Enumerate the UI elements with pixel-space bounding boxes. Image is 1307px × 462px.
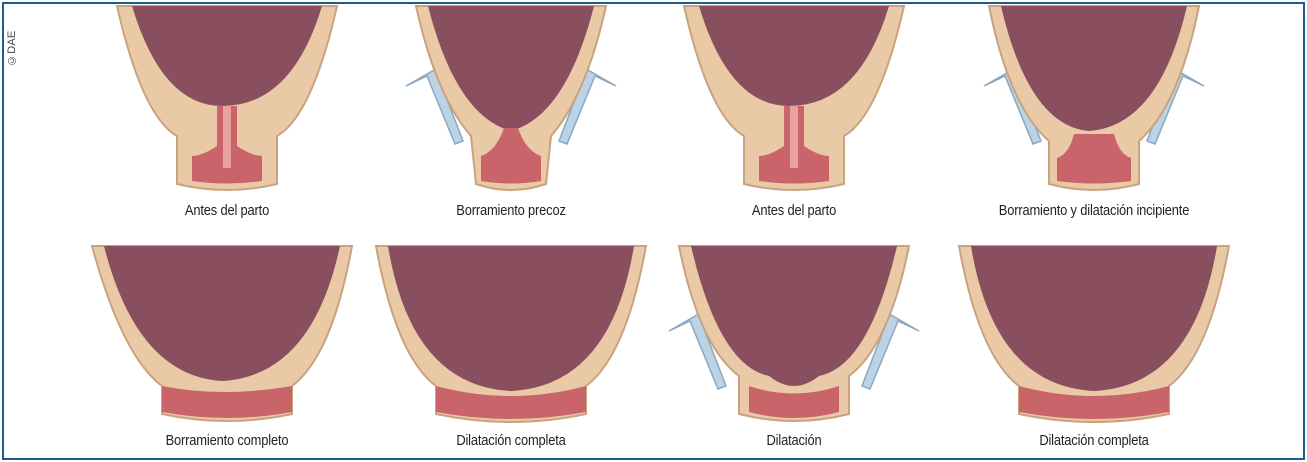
cervix-illustration xyxy=(949,6,1239,206)
panel-antes-del-parto-1: Antes del parto xyxy=(82,6,372,232)
cervix-illustration xyxy=(949,236,1239,436)
caption: Antes del parto xyxy=(669,202,918,219)
cervix-illustration xyxy=(366,6,656,206)
caption: Antes del parto xyxy=(102,202,351,219)
cervix-illustration xyxy=(82,236,372,436)
panel-dilatacion-completa-1: Dilatación completa xyxy=(366,236,656,460)
panel-borramiento-completo: Borramiento completo xyxy=(82,236,372,460)
cervix-illustration xyxy=(649,236,939,436)
cervix-illustration xyxy=(366,236,656,436)
caption: Dilatación completa xyxy=(386,432,635,449)
cervix-illustration xyxy=(82,6,372,206)
panel-dilatacion-completa-2: Dilatación completa xyxy=(949,236,1239,460)
panel-dilatacion: Dilatación xyxy=(649,236,939,460)
caption: Borramiento completo xyxy=(102,432,351,449)
panel-antes-del-parto-2: Antes del parto xyxy=(649,6,939,232)
caption: Dilatación xyxy=(669,432,918,449)
copyright-label: ©DAE xyxy=(6,22,34,66)
panel-borramiento-dilatacion-incipiente: Borramiento y dilatación incipiente xyxy=(949,6,1239,232)
caption: Borramiento y dilatación incipiente xyxy=(969,202,1218,219)
cervix-illustration xyxy=(649,6,939,206)
caption: Dilatación completa xyxy=(969,432,1218,449)
caption: Borramiento precoz xyxy=(386,202,635,219)
panel-borramiento-precoz: Borramiento precoz xyxy=(366,6,656,232)
